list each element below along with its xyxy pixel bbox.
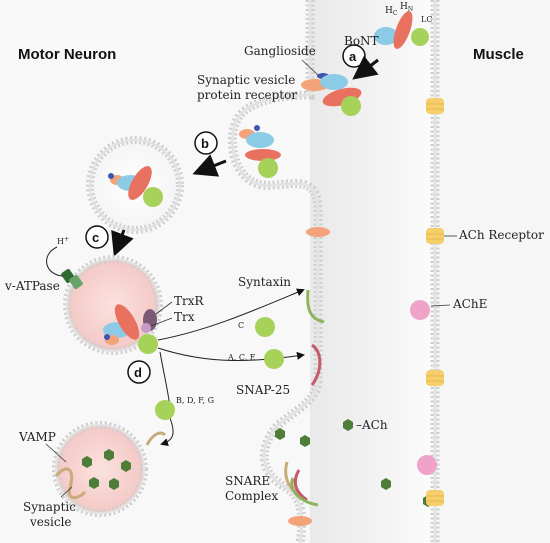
step-b-arrow [192,154,227,177]
proton-label: H+ [57,236,69,246]
ache-label: AChE [452,297,487,311]
acidified-vesicle [63,255,163,355]
bont-invaginated [239,125,281,178]
ach-receptor-label: ACh Receptor [458,228,544,242]
sv-receptor-label-2: protein receptor [197,88,297,102]
snare-label-1: SNARE [225,474,270,488]
bont-toxin-free [374,11,429,49]
arrow-to-vamp-2 [160,417,174,447]
hn-domain [393,11,413,49]
ach-receptor [426,228,444,244]
synaptic-vesicle-label-2: vesicle [29,515,72,529]
trx-label: Trx [174,310,195,324]
ach-molecule [381,478,391,490]
vamp-protein-top [145,431,167,446]
v-atpase-label: v-ATPase [4,279,60,293]
lc-serotype-c [255,317,275,337]
lc-released [138,334,158,354]
trxr-label: TrxR [174,294,205,308]
step-b-label: b [201,136,209,151]
step-b-circle [194,131,218,155]
step-d-circle [127,360,151,384]
ach-receptor [426,370,444,386]
syntaxin [306,289,325,324]
step-c-label: c [92,230,99,245]
serotype-ace-label: A, C, E [227,353,256,362]
ach-molecule [300,435,310,447]
proton-arrow [46,246,64,277]
synaptic-vesicle-leader [60,486,73,498]
trx-leader [150,317,173,327]
v-atpase-pump [61,269,83,289]
hc-bound [320,74,348,90]
step-c-circle [85,225,109,249]
muscle-title: Muscle [473,46,524,63]
ache-enzyme [410,300,430,320]
hc-domain [374,27,398,45]
lc-bound [341,96,361,116]
step-d-label: d [134,365,142,380]
snare-complex [284,461,319,507]
ach-receptor [426,490,444,506]
arrow-to-snap25 [157,347,305,362]
endocytic-vesicle [86,136,184,234]
ganglioside-label: Ganglioside [244,44,316,58]
trxr-leader [155,301,173,315]
vamp-protein [54,467,87,499]
ach-molecule [275,428,285,440]
lc-serotype-bdfg [155,400,175,420]
synaptic-vesicle-label-1: Synaptic [23,500,76,514]
vamp-label: VAMP [18,430,56,444]
ache-leader [430,304,451,307]
ach-label: –ACh [356,418,388,432]
syntaxin-label: Syntaxin [238,275,291,289]
serotype-c-label: C [238,321,244,330]
neuron-membrane-inner [230,0,320,543]
snap-25 [310,343,322,386]
step-a-label: a [349,49,357,64]
synaptic-vesicle [52,421,148,517]
ach-receptor [426,98,444,114]
vamp-leader [45,443,67,463]
bont-membrane-bound [301,73,362,116]
snare-label-2: Complex [225,489,278,503]
lc-label: LC [421,15,432,24]
trx-enzyme [141,323,151,333]
sv-receptor-label-1: Synaptic vesicle [197,73,295,87]
ach-molecule [343,419,353,431]
arrow-to-syntaxin [157,288,305,341]
motor-neuron-title: Motor Neuron [18,46,116,63]
ache-enzyme-lower [417,455,437,475]
sv-receptor-protein [306,227,330,237]
synaptic-cleft [310,0,435,543]
serotype-bdfg-label: B, D, F, G [176,396,214,405]
sv-receptor-protein-bottom [288,516,312,526]
step-c-arrow [111,229,134,257]
ganglioside-leader [301,59,319,76]
muscle-cytoplasm [435,0,550,543]
snap25-label: SNAP-25 [236,383,290,397]
lc-serotype-ace [264,349,284,369]
lc-domain [411,28,429,46]
hn-label: HN [400,2,413,13]
step-a-arrow [352,55,379,80]
hc-label: HC [385,6,398,17]
